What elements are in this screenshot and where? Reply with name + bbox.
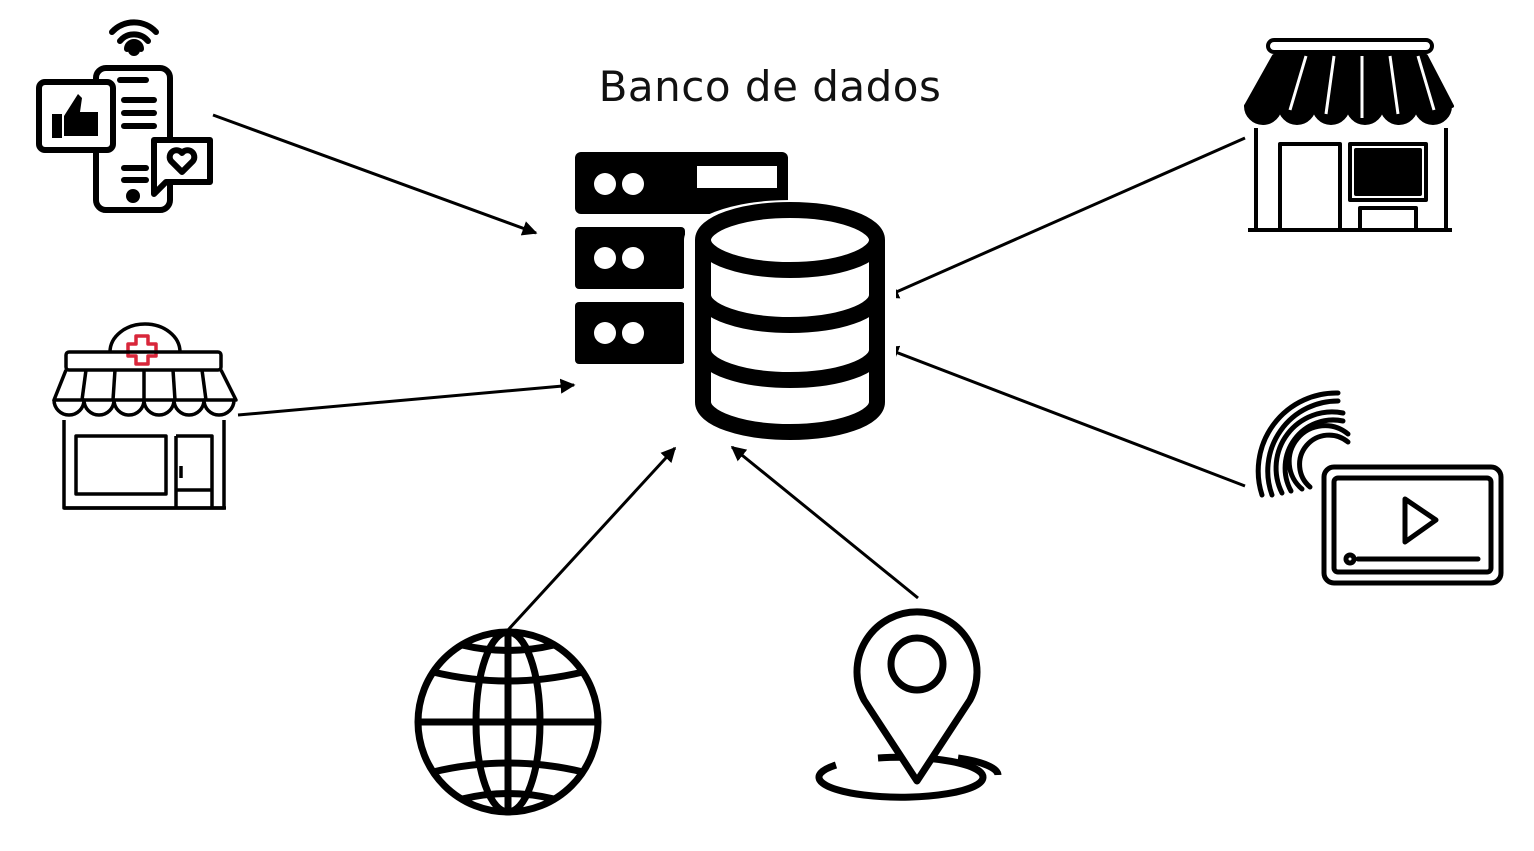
arrow-social-to-db [212,113,538,236]
arrow-globe-to-db [506,446,677,632]
location-pin-icon [815,608,1002,801]
storefront-icon [1244,38,1454,232]
connectors [212,113,1246,632]
arrow-store-to-db [883,136,1246,299]
database-server-icon [575,152,896,442]
globe-icon [414,628,602,816]
social-media-phone-icon [36,19,213,213]
diagram-title: Banco de dados [598,62,942,111]
arrow-streaming-to-db [883,345,1246,488]
arrow-location-to-db [730,445,919,600]
streaming-video-icon [1255,390,1504,586]
arrow-pharmacy-to-db [237,378,576,417]
pharmacy-store-icon [52,322,238,510]
